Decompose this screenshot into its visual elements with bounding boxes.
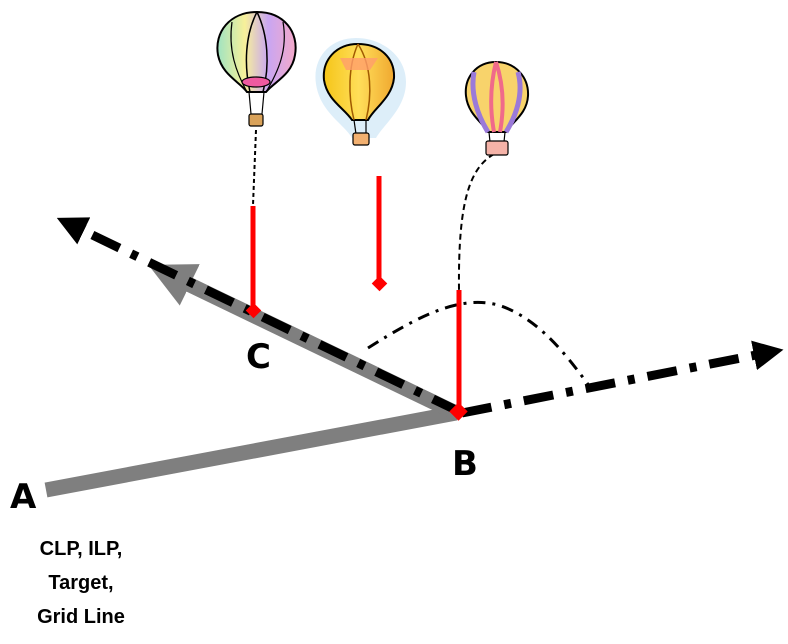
drop-marker-b-diamond	[449, 402, 468, 421]
drop-marker-mid-diamond	[371, 275, 388, 292]
point-b-label: B	[452, 444, 479, 484]
caption: CLP, ILP, Target, Grid Line	[0, 532, 162, 634]
hot-air-balloon-icon	[216, 10, 297, 127]
heading-line-right	[461, 340, 784, 418]
caption-line: Target,	[48, 572, 114, 594]
point-c-label: C	[246, 337, 272, 377]
hot-air-balloon-icon	[464, 60, 530, 156]
point-a-label: A	[10, 477, 38, 517]
caption-line: Grid Line	[37, 606, 125, 628]
track-segment-ab	[44, 405, 458, 498]
hot-air-balloon-icon	[315, 38, 406, 146]
caption-line: CLP, ILP,	[39, 538, 123, 560]
flight-curve	[367, 300, 592, 388]
heading-line-left	[56, 217, 462, 417]
tether-right	[457, 153, 495, 291]
tether-left	[252, 129, 257, 206]
